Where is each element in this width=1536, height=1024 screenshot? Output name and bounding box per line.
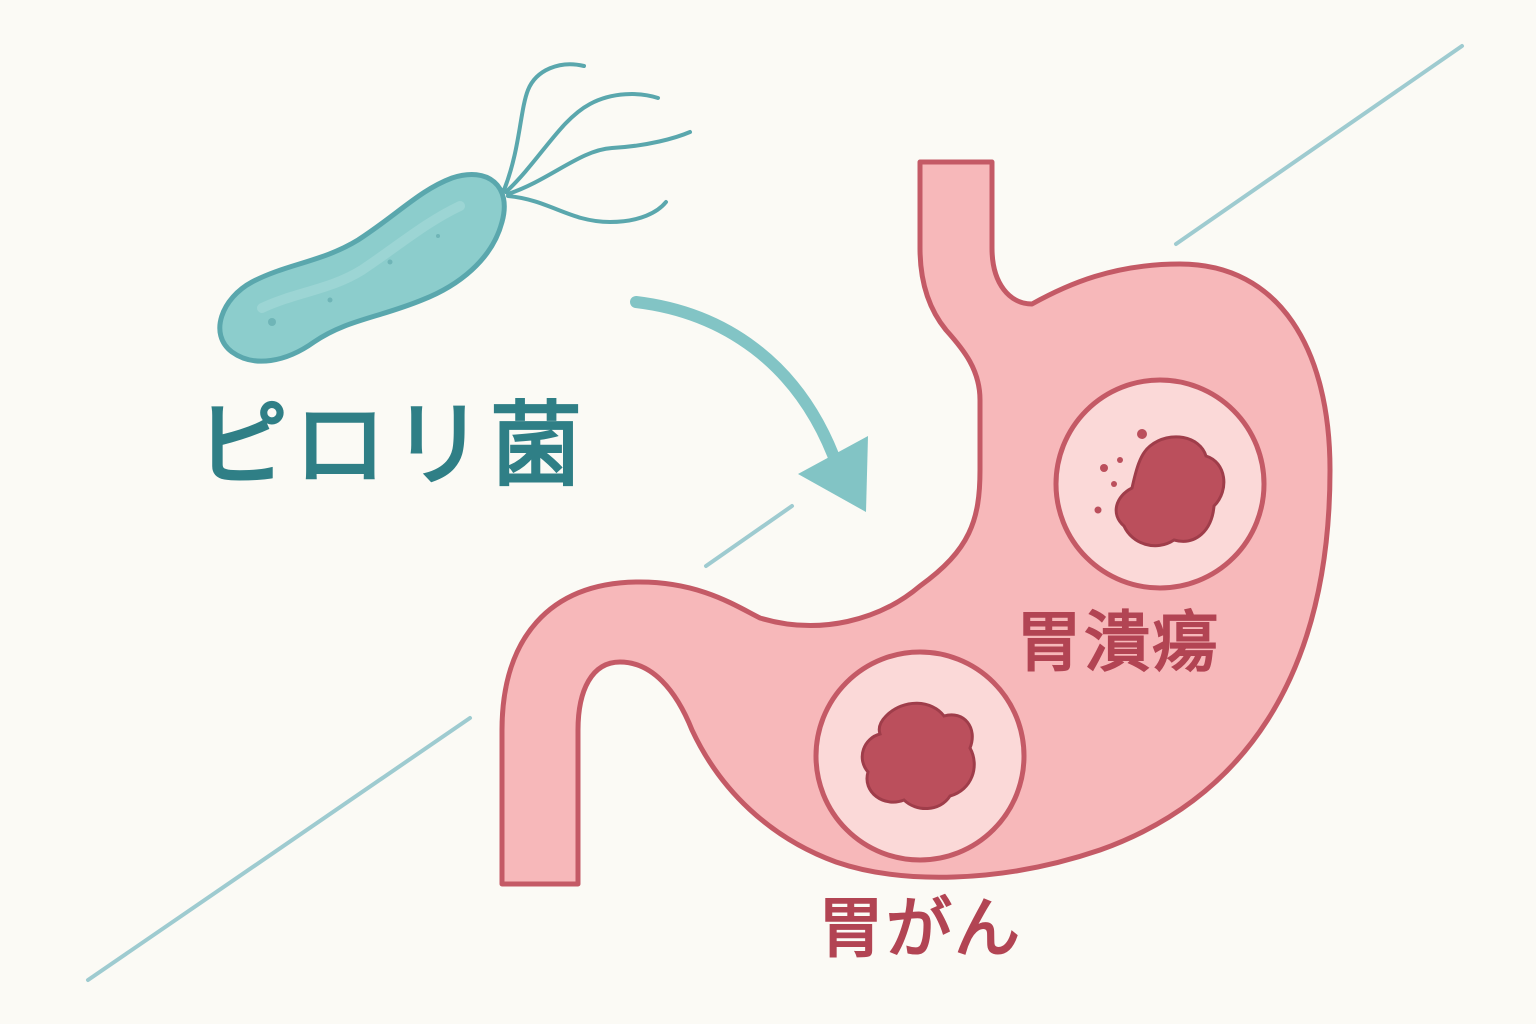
ulcer-label: 胃潰瘍: [1016, 604, 1220, 681]
bacteria-label: ピロリ菌: [196, 392, 589, 499]
stomach-body: [499, 159, 1333, 887]
curved-arrow-icon: [630, 296, 868, 512]
diagonal-line-lower-left: [86, 716, 472, 982]
diagonal-line-middle: [704, 504, 794, 568]
diagonal-line-upper-right: [1174, 44, 1464, 246]
flagella-icon: [502, 62, 692, 225]
ulcer-lesion-icon: [1053, 377, 1267, 591]
cancer-lesion-icon: [813, 649, 1027, 863]
stomach-icon: [499, 159, 1333, 887]
background-diagonal-lines: [86, 44, 1464, 982]
cancer-label: 胃がん: [818, 890, 1022, 967]
bacteria-icon: [217, 62, 692, 364]
